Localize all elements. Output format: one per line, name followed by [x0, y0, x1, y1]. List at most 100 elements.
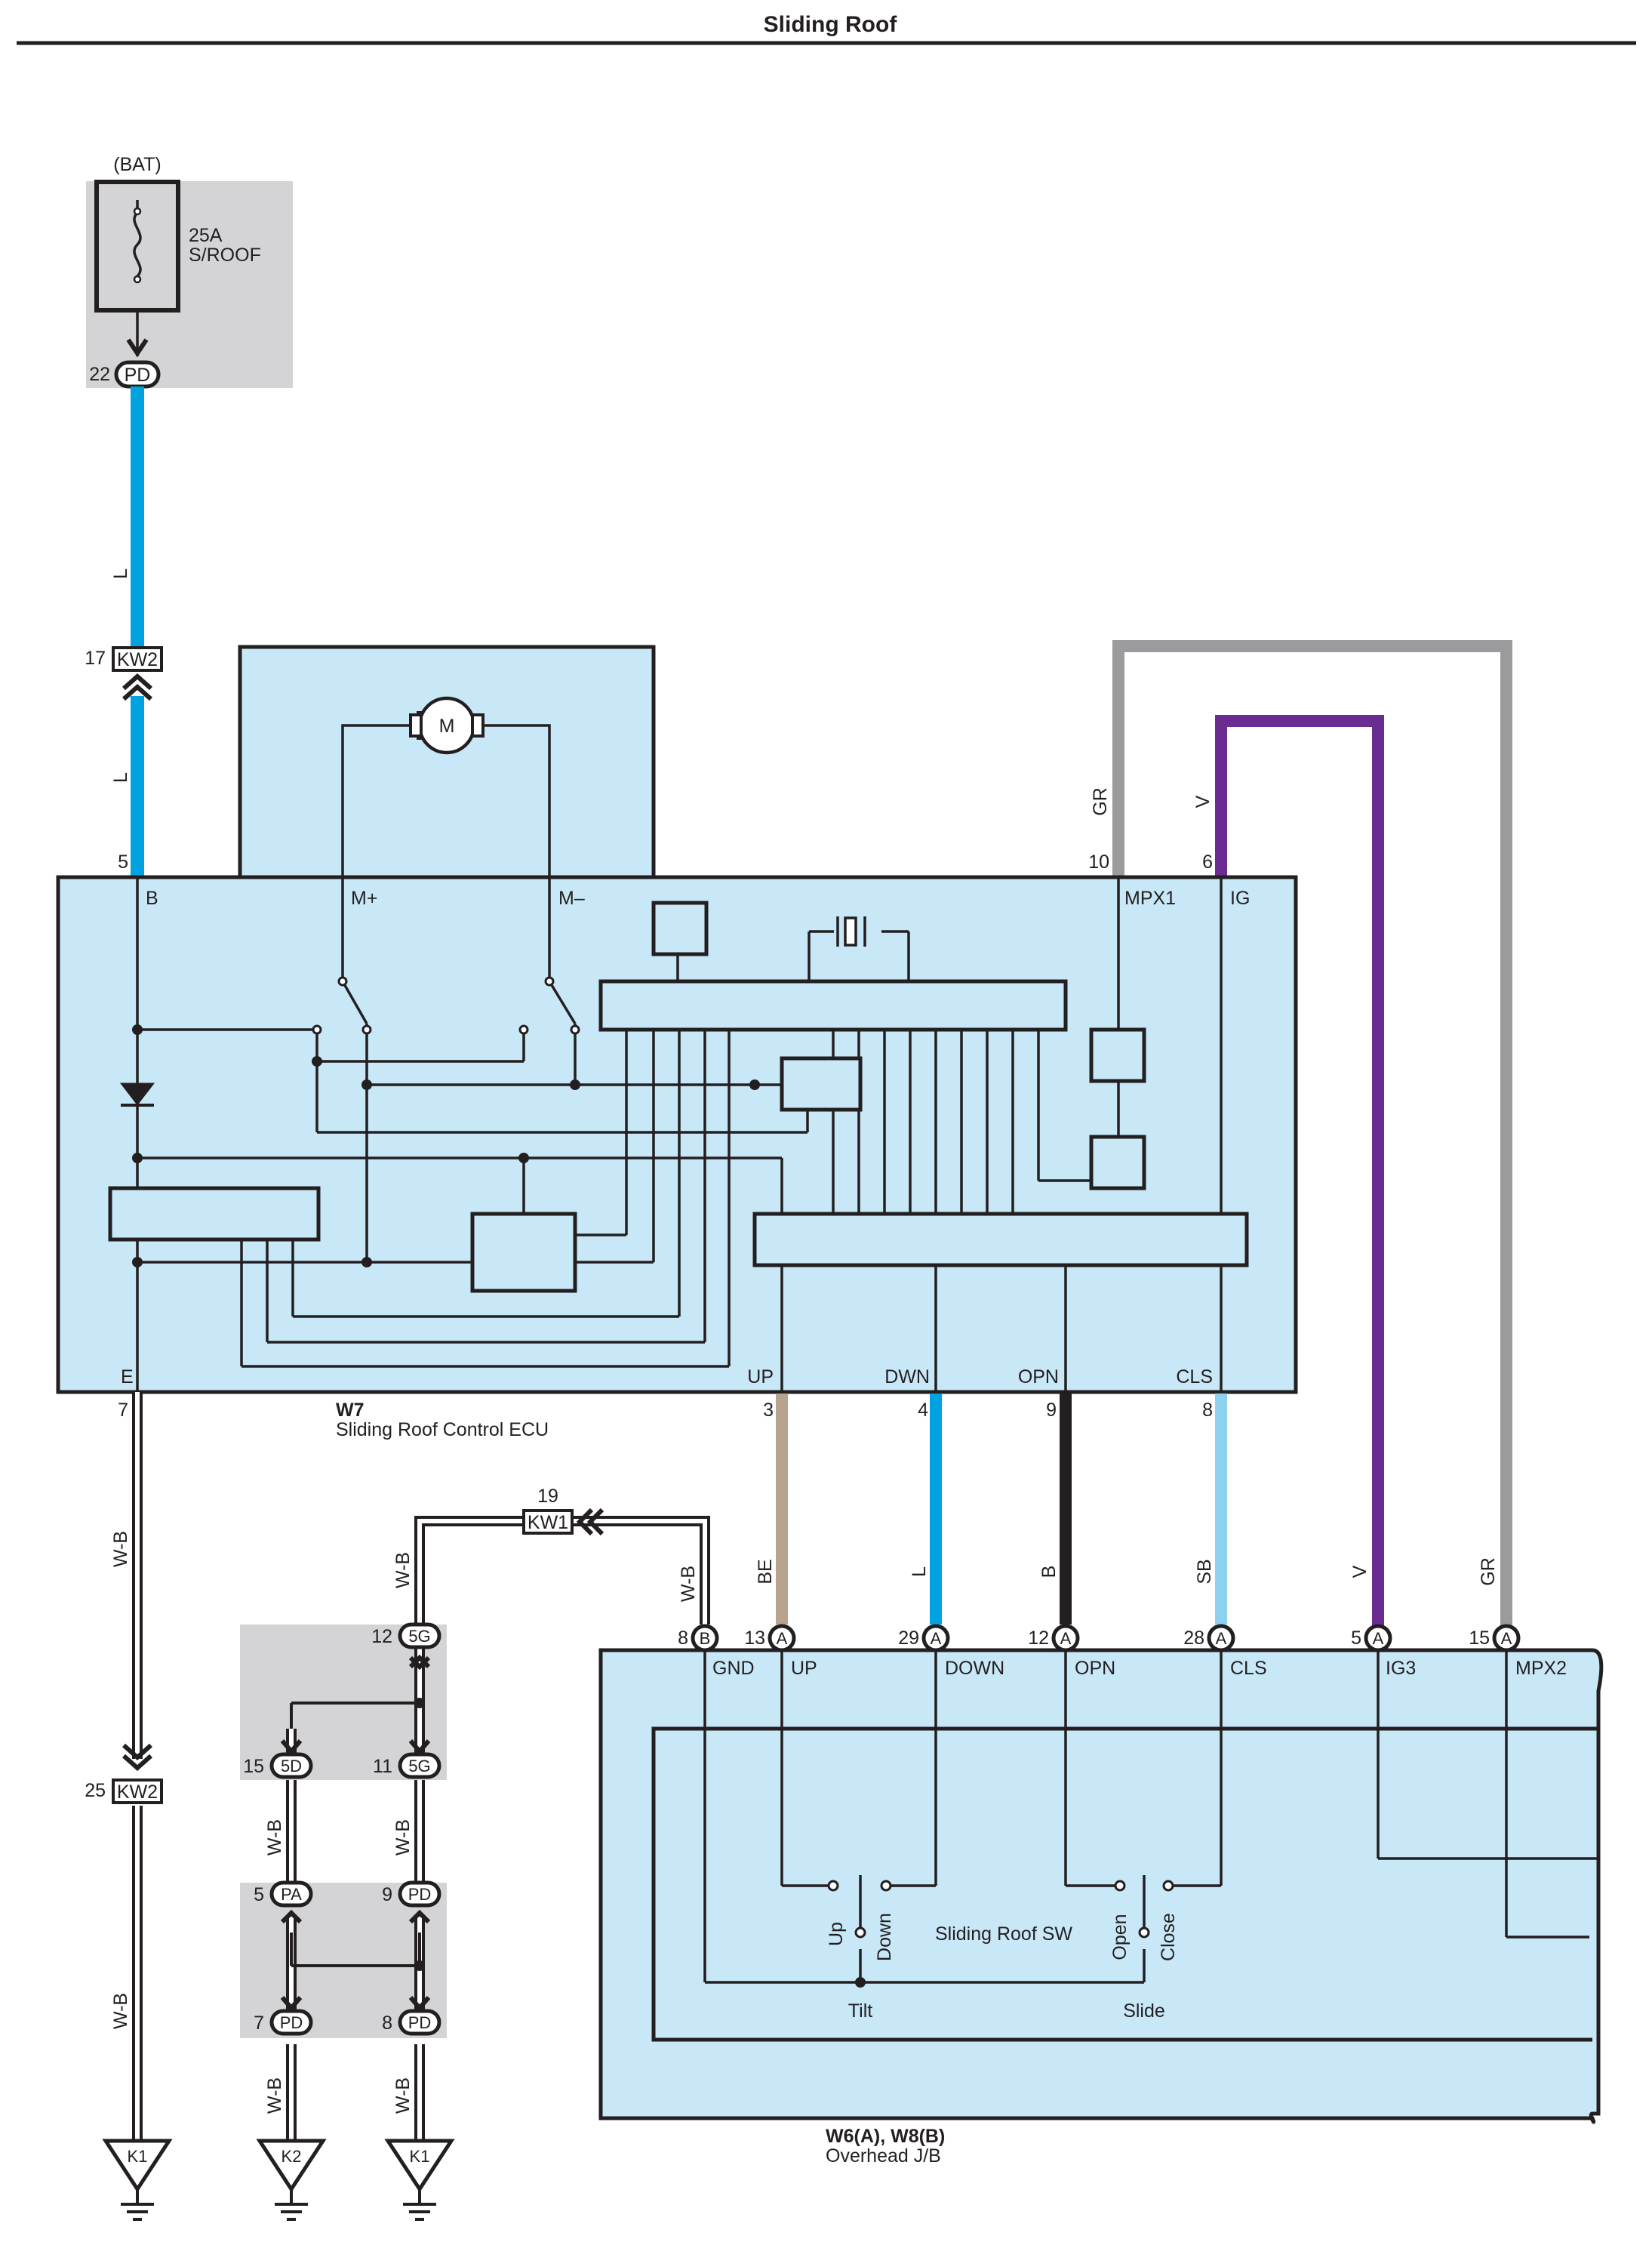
ecu-term-up: UP: [747, 1366, 774, 1387]
kw1-connector: [522, 1509, 574, 1535]
connector-5g-12-label: 5G: [408, 1627, 430, 1646]
jb-pin-8-conn: B: [700, 1629, 711, 1648]
kw2-top-pin: 17: [85, 648, 106, 669]
wire-label-mpx2: GR: [1478, 1557, 1499, 1586]
junction-dot-top: [414, 1698, 425, 1708]
connector-pd-9-label: PD: [408, 1885, 432, 1904]
connector-5g-12-pin: 12: [371, 1626, 392, 1647]
connector-5d-15-label: 5D: [281, 1757, 302, 1775]
ecu-name: Sliding Roof Control ECU: [336, 1419, 549, 1440]
relay-contact-4: [518, 1024, 529, 1035]
ecu-term-b: B: [146, 888, 158, 909]
jb-term-mpx2: MPX2: [1515, 1658, 1567, 1679]
ecu-pin-up: 3: [763, 1400, 774, 1421]
fuse-source-label: (BAT): [113, 154, 161, 175]
jb-tilt-junction: [855, 1977, 866, 1988]
jb-switch-up: Up: [826, 1922, 847, 1946]
wire-mpx1-gr: [1112, 640, 1512, 1638]
ecu-pin-mpx1: 10: [1088, 852, 1109, 873]
jb-switch-tilt: Tilt: [848, 2000, 872, 2022]
kw2-top-arrow-1: [122, 673, 152, 691]
wire-label-gnd-k1: W-B: [392, 2077, 414, 2114]
ground-k1-left-label: K1: [128, 2147, 148, 2166]
fuse-rating-label: 25A: [189, 225, 223, 246]
jb-switch-open: Open: [1109, 1914, 1131, 1960]
connector-5d-15-pin: 15: [243, 1756, 264, 1777]
ecu-term-e: E: [121, 1366, 134, 1387]
ecu-pin-cls: 8: [1202, 1400, 1213, 1421]
connector-pa-5-label: PA: [281, 1885, 302, 1904]
jb-pin-29-num: 29: [898, 1628, 919, 1649]
ecu-regulator: [108, 1186, 321, 1242]
fuse-terminal-top: [133, 207, 142, 216]
ecu-block-mpx-b: [1089, 1135, 1146, 1190]
ecu-pin-dwn: 4: [918, 1400, 928, 1421]
kw1-label: KW1: [528, 1512, 568, 1533]
jb-term-opn: OPN: [1075, 1658, 1115, 1679]
kw1-arrow-1: [576, 1507, 594, 1536]
kw1-arrow-2: [586, 1507, 605, 1536]
ecu-cpu-bus: [598, 979, 1068, 1032]
ecu-term-mplus: M+: [351, 888, 377, 909]
relay-contact-3: [361, 1024, 372, 1035]
ecu-block-small-top: [651, 901, 709, 956]
motor-brush-right: [471, 713, 485, 738]
wire-label-gnd-k2: W-B: [264, 2077, 285, 2114]
motor-label: M: [439, 716, 455, 737]
jb-switch-close: Close: [1158, 1913, 1179, 1961]
jb-term-up: UP: [791, 1658, 817, 1679]
jb-pin-29-conn: A: [931, 1629, 942, 1648]
jb-pin-12-num: 12: [1028, 1628, 1049, 1649]
kw2-top-arrow-2: [122, 683, 152, 701]
connector-pa-5: [269, 1880, 313, 1908]
ecu-code: W7: [336, 1400, 365, 1421]
ground-k2: [256, 2139, 327, 2221]
fuse-name-label: S/ROOF: [189, 245, 261, 266]
jb-pin-15-conn: A: [1501, 1629, 1512, 1648]
fuse-pd-label: PD: [125, 365, 151, 386]
connector-pd-7-label: PD: [280, 2013, 303, 2032]
jb-switch-contacts: [827, 1880, 1174, 1939]
connector-pd-8-pin: 8: [382, 2013, 392, 2034]
kw2-top-connector: [112, 646, 163, 672]
wire-label-e-lower: W-B: [110, 1993, 131, 2029]
wire-label-mpx1: GR: [1090, 787, 1111, 816]
wire-label-e-upper: W-B: [110, 1531, 131, 1567]
ecu-pin-opn: 9: [1046, 1400, 1057, 1421]
ecu-diode-icon: [119, 1083, 155, 1106]
kw2-bottom-label: KW2: [117, 1782, 158, 1803]
ecu-pin-b: 5: [118, 852, 128, 873]
jb-pin-13-num: 13: [744, 1628, 765, 1649]
motor-brush-left: [409, 713, 423, 738]
jb-code: W6(A), W8(B): [826, 2126, 945, 2147]
ground-k2-label: K2: [281, 2147, 302, 2166]
wire-label-gnd: W-B: [678, 1566, 699, 1602]
ecu-pin-ig: 6: [1202, 852, 1213, 873]
wire-ig-v: [1215, 715, 1384, 1638]
jb-pin-15-num: 15: [1469, 1628, 1490, 1649]
wire-label-bat-lower: L: [110, 772, 131, 783]
fuse-terminal-bottom: [133, 275, 142, 284]
wire-kw1-loop: [414, 1516, 710, 1625]
wire-label-ig: V: [1192, 795, 1214, 808]
page-title: Sliding Roof: [764, 12, 898, 37]
fuse-connector-arrow: [126, 338, 149, 358]
jb-pin-5-conn: A: [1373, 1629, 1384, 1648]
wire-label-5d-lower: W-B: [264, 1819, 285, 1856]
junction-arrows: [280, 1654, 431, 2012]
jb-pin-28-conn: A: [1216, 1629, 1227, 1648]
fuse-icon: [133, 200, 142, 281]
kw2-bottom-pin: 25: [85, 1780, 106, 1801]
jb-term-cls: CLS: [1230, 1658, 1267, 1679]
wire-label-kw1-left: W-B: [392, 1552, 414, 1588]
jb-pin-8-num: 8: [678, 1628, 688, 1649]
wire-label-dwn: L: [909, 1566, 930, 1577]
ecu-term-opn: OPN: [1018, 1366, 1059, 1387]
ecu-term-cls: CLS: [1176, 1366, 1213, 1387]
motor-lead-left: [341, 724, 411, 876]
connector-5g-11-label: 5G: [408, 1757, 430, 1775]
ecu-junction-dots: [132, 1024, 760, 1267]
ecu-crystal: [844, 916, 857, 947]
relay-contact-6: [570, 1024, 580, 1035]
motor-housing: [238, 645, 656, 881]
